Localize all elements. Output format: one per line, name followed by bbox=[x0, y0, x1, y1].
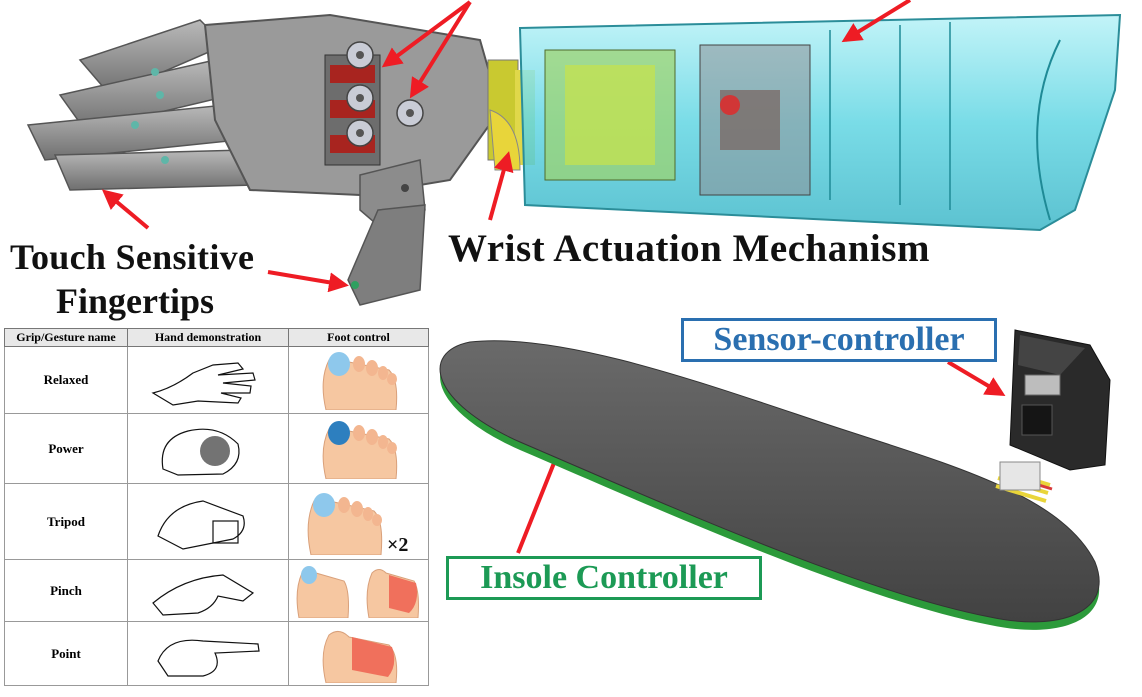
wrist-mechanism-label: Wrist Actuation Mechanism bbox=[448, 227, 930, 270]
insole-icon bbox=[439, 340, 1100, 630]
sensor-controller-label: Sensor-controller bbox=[681, 318, 997, 362]
foot-icon: ×2 bbox=[288, 483, 429, 560]
header-grip-name: Grip/Gesture name bbox=[4, 328, 128, 347]
hand-gesture-icon bbox=[127, 483, 289, 560]
gesture-name: Power bbox=[4, 413, 128, 484]
hand-gesture-icon bbox=[127, 346, 289, 414]
fingertips-label: Fingertips bbox=[56, 281, 214, 321]
annotation-arrows bbox=[101, 0, 1006, 554]
table-row: Relaxed bbox=[4, 346, 429, 414]
header-foot-control: Foot control bbox=[288, 328, 429, 347]
grip-gesture-table: Grip/Gesture name Hand demonstration Foo… bbox=[4, 328, 429, 686]
foot-icon bbox=[288, 413, 429, 484]
insole-controller-text: Insole Controller bbox=[480, 559, 728, 596]
repeat-count: ×2 bbox=[387, 534, 408, 555]
sensor-box-icon bbox=[995, 329, 1111, 503]
table-row: Power bbox=[4, 413, 429, 484]
prosthetic-hand-icon bbox=[26, 13, 502, 306]
forearm-socket-icon bbox=[518, 13, 1122, 232]
gesture-name: Relaxed bbox=[4, 346, 128, 414]
insole-controller-label: Insole Controller bbox=[446, 556, 762, 600]
gesture-name: Point bbox=[4, 621, 128, 686]
foot-icon bbox=[288, 559, 429, 622]
hand-gesture-icon bbox=[127, 621, 289, 686]
gesture-name: Tripod bbox=[4, 483, 128, 560]
table-header-row: Grip/Gesture name Hand demonstration Foo… bbox=[4, 328, 429, 347]
gesture-name: Pinch bbox=[4, 559, 128, 622]
table-row: Tripod ×2 bbox=[4, 483, 429, 560]
foot-icon bbox=[288, 621, 429, 686]
table-row: Pinch bbox=[4, 559, 429, 622]
sensor-controller-text: Sensor-controller bbox=[713, 321, 965, 358]
table-row: Point bbox=[4, 621, 429, 686]
foot-icon bbox=[288, 346, 429, 414]
hand-gesture-icon bbox=[127, 559, 289, 622]
hand-gesture-icon bbox=[127, 413, 289, 484]
touch-sensitive-label: Touch Sensitive bbox=[10, 237, 255, 277]
header-hand-demo: Hand demonstration bbox=[127, 328, 289, 347]
